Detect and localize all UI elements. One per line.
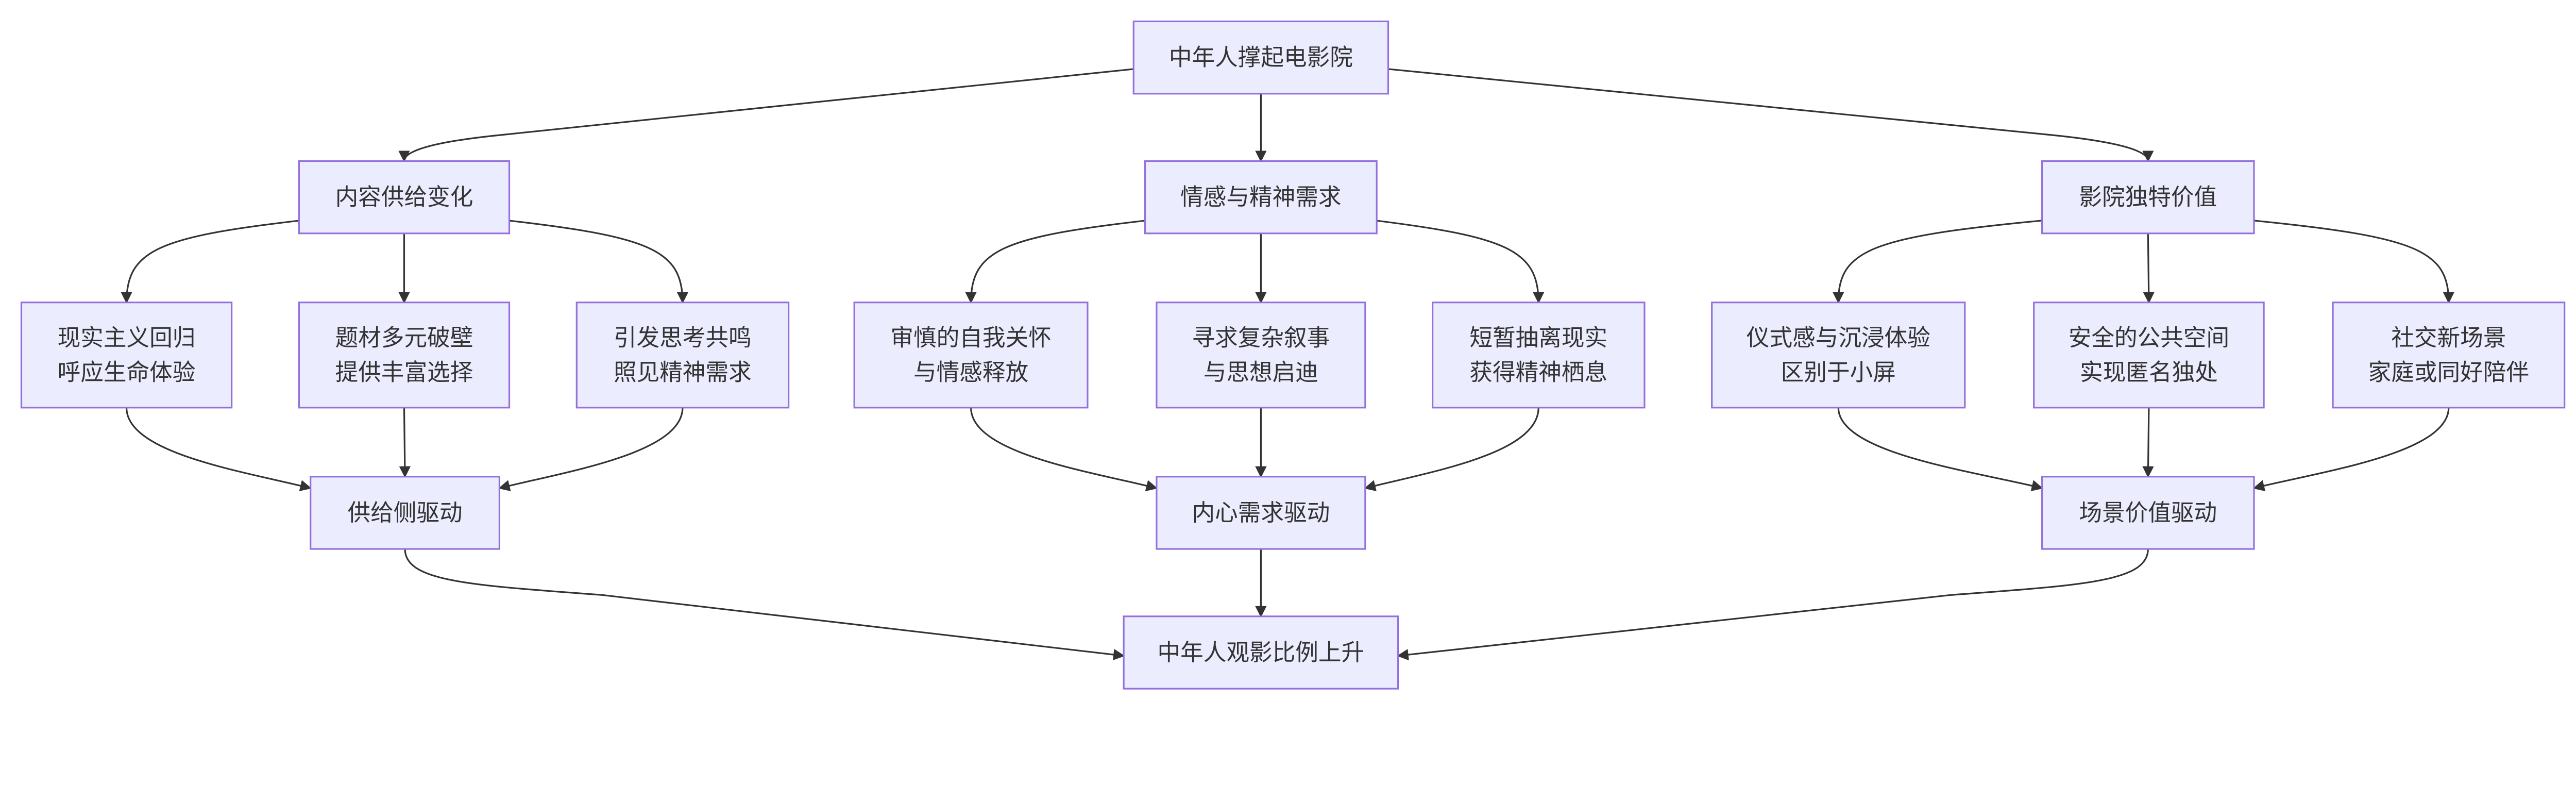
node-cinema: 影院独特价值 xyxy=(2041,160,2255,235)
node-label: 中年人观影比例上升 xyxy=(1158,639,1365,666)
edge-supply-to-think xyxy=(505,219,689,304)
node-label: 仪式感与沉浸体验 xyxy=(1747,324,1930,351)
edge-cinema-to-ritual xyxy=(1833,219,2046,304)
node-box xyxy=(1132,20,1389,95)
node-box xyxy=(298,160,511,235)
edge-cinema-to-social xyxy=(2250,219,2454,304)
node-label: 呼应生命体验 xyxy=(58,359,196,386)
node-label: 安全的公共空间 xyxy=(2069,324,2229,351)
node-box xyxy=(1123,615,1399,690)
node-result: 中年人观影比例上升 xyxy=(1123,615,1399,690)
edge-supplyDrive-to-result xyxy=(404,549,1125,661)
node-label: 获得精神栖息 xyxy=(1469,359,1607,386)
node-box xyxy=(1432,302,1646,409)
node-label: 中年人撑起电影院 xyxy=(1169,44,1353,71)
node-box xyxy=(310,476,500,550)
edges xyxy=(121,68,2454,661)
edge-supply-to-realism xyxy=(121,219,302,304)
node-box xyxy=(2041,160,2255,235)
node-root: 中年人撑起电影院 xyxy=(1132,20,1389,95)
node-innerDrive: 内心需求驱动 xyxy=(1156,476,1366,550)
node-label: 场景价值驱动 xyxy=(2079,499,2217,526)
node-label: 实现匿名独处 xyxy=(2080,359,2218,386)
node-box xyxy=(2033,302,2265,409)
node-box xyxy=(1711,302,1966,409)
node-box xyxy=(1156,302,1366,409)
node-label: 区别于小屏 xyxy=(1781,359,1896,386)
node-label: 内心需求驱动 xyxy=(1192,499,1330,526)
node-box xyxy=(1156,476,1366,550)
edge-root-to-cinema xyxy=(1388,68,2154,162)
edge-emotion-to-selfcare xyxy=(965,219,1149,304)
edge-sceneDrive-to-result xyxy=(1397,549,2149,661)
node-supplyDrive: 供给侧驱动 xyxy=(310,476,500,550)
node-label: 引发思考共鸣 xyxy=(614,324,752,351)
node-box xyxy=(2041,476,2255,550)
node-label: 题材多元破壁 xyxy=(335,324,473,351)
node-label: 内容供给变化 xyxy=(335,184,473,211)
flowchart: 中年人撑起电影院内容供给变化情感与精神需求影院独特价值现实主义回归呼应生命体验题… xyxy=(20,20,2566,690)
edge-escape-to-innerDrive xyxy=(1364,407,1539,492)
node-supply: 内容供给变化 xyxy=(298,160,511,235)
node-label: 供给侧驱动 xyxy=(347,499,462,526)
node-box xyxy=(853,302,1089,409)
edge-genre-to-supplyDrive xyxy=(399,407,411,478)
edge-ritual-to-sceneDrive xyxy=(1837,407,2043,492)
node-label: 短暂抽离现实 xyxy=(1469,324,1607,351)
node-label: 寻求复杂叙事 xyxy=(1192,324,1330,351)
edge-root-to-supply xyxy=(398,68,1134,162)
node-label: 现实主义回归 xyxy=(58,324,196,351)
edge-cinema-to-public xyxy=(2143,233,2155,304)
node-label: 与情感释放 xyxy=(913,359,1028,386)
node-box xyxy=(20,302,233,409)
node-label: 情感与精神需求 xyxy=(1180,184,1341,211)
node-label: 社交新场景 xyxy=(2391,324,2506,351)
edge-selfcare-to-innerDrive xyxy=(970,407,1158,492)
node-label: 家庭或同好陪伴 xyxy=(2368,359,2529,386)
node-box xyxy=(298,302,511,409)
node-label: 照见精神需求 xyxy=(614,359,752,386)
node-label: 提供丰富选择 xyxy=(335,359,473,386)
node-emotion: 情感与精神需求 xyxy=(1144,160,1378,235)
node-box xyxy=(1144,160,1378,235)
edge-realism-to-supplyDrive xyxy=(125,407,312,492)
node-label: 影院独特价值 xyxy=(2079,184,2217,211)
node-sceneDrive: 场景价值驱动 xyxy=(2041,476,2255,550)
edge-think-to-supplyDrive xyxy=(498,407,684,492)
node-box xyxy=(575,302,790,409)
edge-emotion-to-escape xyxy=(1373,219,1545,304)
node-label: 与思想启迪 xyxy=(1204,359,1318,386)
edge-public-to-sceneDrive xyxy=(2142,407,2154,478)
node-box xyxy=(2332,302,2566,409)
nodes: 中年人撑起电影院内容供给变化情感与精神需求影院独特价值现实主义回归呼应生命体验题… xyxy=(20,20,2566,690)
node-label: 审慎的自我关怀 xyxy=(890,324,1051,351)
edge-social-to-sceneDrive xyxy=(2252,407,2450,492)
